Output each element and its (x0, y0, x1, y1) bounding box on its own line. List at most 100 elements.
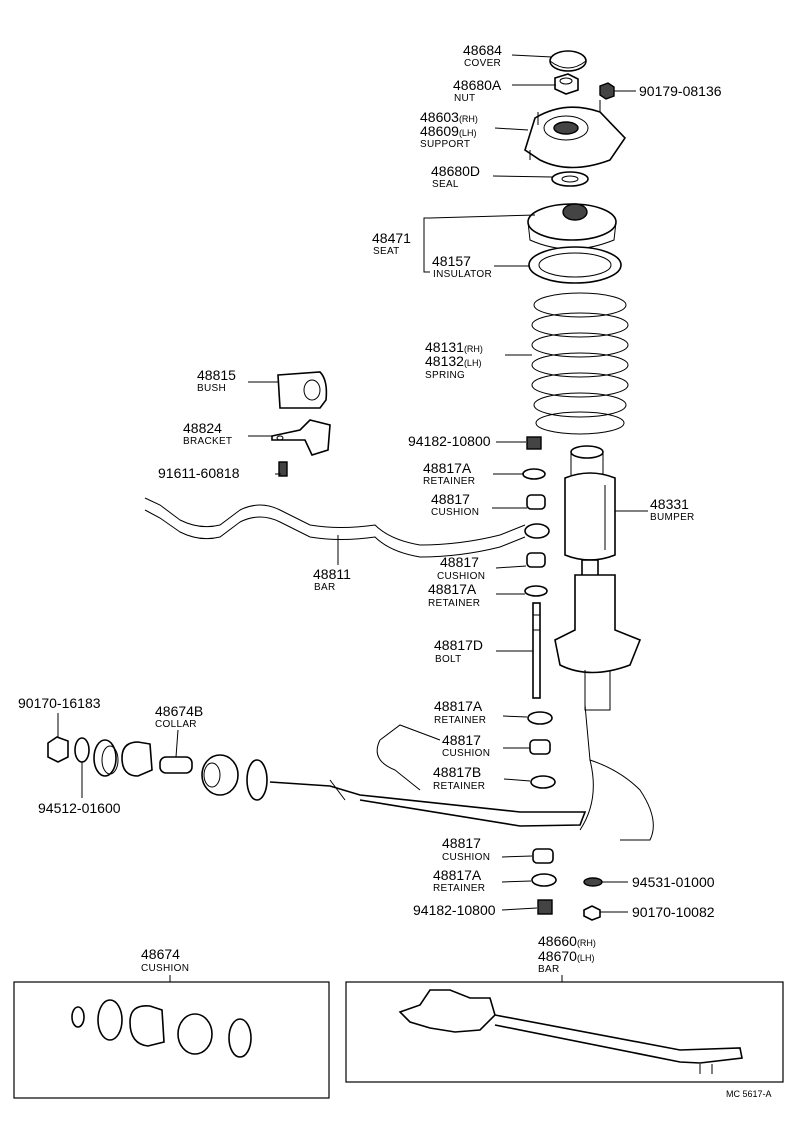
rod-retainer-part (246, 759, 268, 801)
insulator-name: INSULATOR (433, 269, 492, 280)
retainer4-number: 48817B (433, 764, 481, 780)
bush-part (277, 371, 328, 409)
lower-retainer-part (531, 873, 557, 887)
cushion1-number: 48817 (431, 491, 470, 507)
retainer1-name: RETAINER (423, 476, 475, 487)
retainer1-number: 48817A (423, 460, 472, 476)
retainer2-number: 48817A (428, 581, 477, 597)
nut2-number: 90179-08136 (639, 83, 722, 99)
cushion-set-parts (71, 999, 252, 1058)
stabilizer-bar-part (144, 497, 550, 558)
cushion4-number: 48817 (442, 835, 481, 851)
link-cushion-3 (529, 739, 551, 755)
nut-part (554, 73, 579, 95)
insulator-number: 48157 (432, 253, 471, 269)
strut-rod-part (269, 779, 587, 827)
lower-nut-part (537, 899, 553, 915)
support-number-rh: 48603(RH) (420, 109, 478, 125)
rod-cushion-1 (93, 739, 119, 777)
bush-name: BUSH (197, 383, 226, 394)
spring-number-lh: 48132(LH) (425, 353, 481, 369)
bumper-name: BUMPER (650, 512, 695, 523)
collar-name: COLLAR (155, 719, 197, 730)
insulator-part (528, 246, 622, 284)
bracket-part (271, 419, 331, 456)
lower-nut2-part (583, 905, 601, 921)
cover-number: 48684 (463, 42, 502, 58)
shock-absorber-part (554, 559, 642, 711)
bumper-number: 48331 (650, 496, 689, 512)
cover-part (549, 50, 587, 72)
lower-washer-part (583, 877, 603, 887)
strut-bar-name: BAR (538, 964, 559, 975)
strut-bar-part (398, 989, 743, 1074)
retainer4-name: RETAINER (433, 781, 485, 792)
spring-number-rh: 48131(RH) (425, 339, 483, 355)
small-nut-part (599, 82, 615, 100)
lower-nut-number: 94182-10800 (413, 902, 496, 918)
leader-lines (57, 54, 648, 982)
seal-name: SEAL (432, 179, 459, 190)
bar-name: BAR (314, 582, 335, 593)
bracket-bolt-number: 91611-60818 (158, 465, 240, 481)
strut-bar-number-rh: 48660(RH) (538, 933, 596, 949)
collar-part (159, 756, 193, 774)
spring-name: SPRING (425, 370, 465, 381)
rod-nut-number: 90170-16183 (18, 695, 101, 711)
rod-nut-part (47, 736, 69, 763)
link-nut-part (526, 436, 542, 450)
washer2-number: 94531-01000 (632, 874, 715, 890)
link-cushion-1 (526, 494, 546, 510)
rod-washer-part (74, 737, 90, 763)
cushion4-name: CUSHION (442, 852, 490, 863)
bracket-name: BRACKET (183, 436, 232, 447)
cushion2-name: CUSHION (437, 571, 485, 582)
cover-name: COVER (464, 58, 501, 69)
nut-name: NUT (454, 93, 475, 104)
link-retainer-4 (530, 775, 556, 789)
washer1-number: 94512-01600 (38, 800, 121, 816)
support-part (524, 100, 627, 169)
seat-name: SEAT (373, 246, 400, 257)
rod-cushion-3 (201, 754, 239, 796)
retainer2-name: RETAINER (428, 598, 480, 609)
diagram-code: MC 5617-A (726, 1089, 772, 1099)
bolt2-name: BOLT (435, 654, 462, 665)
bar-number: 48811 (313, 566, 351, 582)
rod-cushion-2 (121, 741, 153, 777)
coil-spring-part (531, 292, 629, 435)
cushion2-number: 48817 (440, 554, 479, 570)
link-nut-number: 94182-10800 (408, 433, 491, 449)
retainer3-name: RETAINER (434, 715, 486, 726)
cushionset-name: CUSHION (141, 963, 189, 974)
steering-knuckle (376, 704, 654, 841)
lower-nut2-number: 90170-10082 (632, 904, 715, 920)
bumper-part (564, 445, 616, 561)
link-cushion-2 (526, 552, 546, 568)
link-bolt-part (532, 602, 541, 699)
seat-part (527, 203, 617, 250)
support-number-lh: 48609(LH) (420, 123, 476, 139)
seal-number: 48680D (431, 163, 480, 179)
bracket-bolt-part (278, 461, 288, 477)
cushion-set-box (13, 981, 330, 1099)
strut-bar-number-lh: 48670(LH) (538, 948, 594, 964)
bush-number: 48815 (197, 367, 236, 383)
cushionset-number: 48674 (141, 946, 180, 962)
retainer5-name: RETAINER (433, 883, 485, 894)
retainer3-number: 48817A (434, 698, 483, 714)
seat-number: 48471 (372, 230, 411, 246)
support-name: SUPPORT (420, 139, 470, 150)
bracket-number: 48824 (183, 420, 222, 436)
cushion1-name: CUSHION (431, 507, 479, 518)
cushion3-number: 48817 (442, 732, 481, 748)
cushion3-name: CUSHION (442, 748, 490, 759)
link-retainer-2 (524, 585, 548, 597)
bolt2-number: 48817D (434, 637, 483, 653)
collar-number: 48674B (155, 703, 203, 719)
seal-part (551, 171, 589, 187)
lower-cushion-part (532, 848, 554, 864)
link-retainer-3 (527, 711, 553, 725)
nut-number: 48680A (453, 77, 502, 93)
